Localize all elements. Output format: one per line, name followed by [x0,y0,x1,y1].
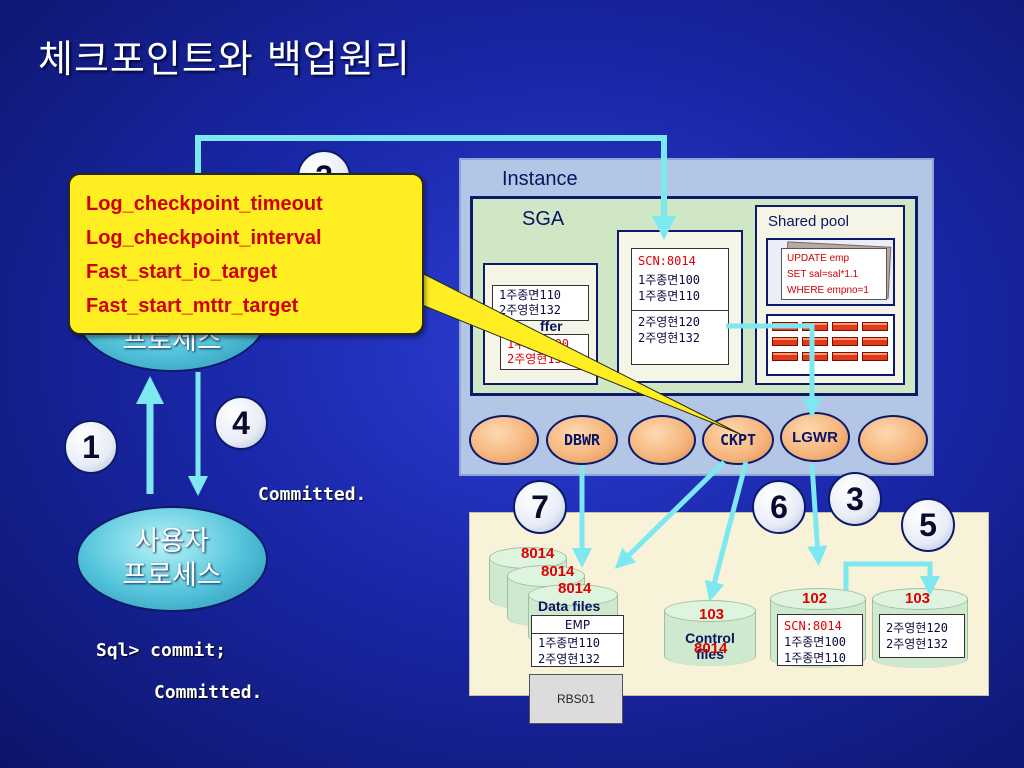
db-buffer-row: 1주종면110 [499,288,562,302]
redo-log-2-row: 2주영현120 [886,621,949,635]
callout-pointer [399,261,741,435]
callout-line: Log_checkpoint_interval [86,227,322,249]
step-label: 4 [232,404,250,441]
step-5-badge: 5 [901,498,955,552]
arrow-server-to-redo [195,135,676,240]
user-process: 사용자 프로세스 [76,506,268,612]
user-process-line1: 사용자 [134,526,210,557]
callout-line: Fast_start_io_target [86,261,278,283]
instance-label: Instance [502,168,578,190]
redo-log-2-block: 2주영현120 2주영현132 [879,614,965,658]
control-files-label-line2: files [695,646,724,662]
emp-segment: EMP 1주종면110 2주영현132 [531,615,624,667]
sql-line: UPDATE emp [787,253,850,264]
control-files-label-line1: Control [685,630,735,646]
callout-line: Fast_start_mttr_target [86,295,299,317]
dict-cache-cell [832,352,858,361]
sql-card: UPDATE emp SET sal=sal*1.1 WHERE empno=1 [781,248,887,300]
control-file-cylinder [664,600,756,666]
dict-cache-cell [772,337,798,346]
datafile-scn: 8014 [558,580,592,597]
db-buffer-block: 1주종면110 2주영현132 [492,285,589,321]
committed-message-bottom: Committed. [154,682,263,703]
committed-message-top: Committed. [258,484,367,505]
sql-line: SET sal=sal*1.1 [787,269,859,280]
redo-buffer-row: 2주영현120 [638,315,701,329]
db-buffer-row: 2주영현132 [499,303,562,317]
redo-log-1-block: SCN:8014 1주종면100 1주종면110 [777,614,863,666]
redo-log-1-row: 1주종면100 [784,635,847,649]
step-6-badge: 6 [752,480,806,534]
datafile-scn: 8014 [521,545,555,562]
step-label: 7 [531,488,549,525]
arrow-lgwr-to-redolog [807,463,828,566]
checkpoint-parameters-callout: Log_checkpoint_timeout Log_checkpoint_in… [68,173,424,335]
control-file-value: 103 [699,606,725,623]
redo-buffer-row: 1주종면100 [638,273,701,287]
step-label: 6 [770,488,788,525]
dict-cache-cell [862,337,888,346]
redo-buffer-scn: SCN:8014 [638,254,696,268]
redo-buffer-block: SCN:8014 1주종면100 1주종면110 2주영현120 2주영현132 [631,248,729,365]
dict-cache-cell [862,352,888,361]
bg-process-blank [469,415,539,465]
redo-log-1-row: 1주종면110 [784,651,847,665]
step-1-badge: 1 [64,420,118,474]
dict-cache-cell [802,352,828,361]
emp-label: EMP [532,617,623,634]
datafile-scn: 8014 [541,563,575,580]
callout-line: Log_checkpoint_timeout [86,193,323,215]
step-label: 3 [846,480,864,517]
dict-cache-cell [832,322,858,331]
db-buffer-partial-label: ffer [540,318,563,334]
user-process-line2: 프로세스 [122,560,222,591]
dbwr-process: DBWR [546,415,618,465]
arrow-log-switch [843,561,940,596]
bg-process-blank [858,415,928,465]
arrow-redo-to-lgwr [726,323,822,418]
lgwr-process: LGWR [780,412,850,462]
arrow-ckpt-to-controlfiles [704,461,749,602]
slide-title: 체크포인트와 백업원리 [38,37,411,81]
rbs-segment: RBS01 [529,674,623,724]
sql-commit-command: Sql> commit; [96,640,227,661]
dict-cache-cell [772,352,798,361]
datafiles-label: Data files [538,598,601,614]
rbs-label: RBS01 [556,692,596,706]
emp-row: 1주종면110 [538,636,601,650]
redo-log-1-value: 102 [802,590,828,607]
sga-label: SGA [522,208,565,230]
step-label: 1 [82,428,100,465]
redo-buffer-row: 2주영현132 [638,331,701,345]
dict-cache-cell [862,322,888,331]
bg-process-blank [628,415,696,465]
control-files-label: Control files [680,630,740,662]
emp-row: 2주영현132 [538,652,601,666]
sql-line: WHERE empno=1 [787,285,869,296]
step-label: 5 [919,506,937,543]
step-7-badge: 7 [513,480,567,534]
control-file-scn: 8014 [694,640,728,657]
dict-cache-cell [832,337,858,346]
redo-buffer-row: 1주종면110 [638,289,701,303]
divider [632,310,728,311]
step-4-badge: 4 [214,396,268,450]
step-3-badge: 3 [828,472,882,526]
dict-cache-cell [802,337,828,346]
redo-log-1-scn: SCN:8014 [784,619,842,633]
redo-log-2-row: 2주영현132 [886,637,949,651]
arrow-ckpt-to-datafiles [614,460,726,570]
shared-pool-label: Shared pool [768,213,849,230]
